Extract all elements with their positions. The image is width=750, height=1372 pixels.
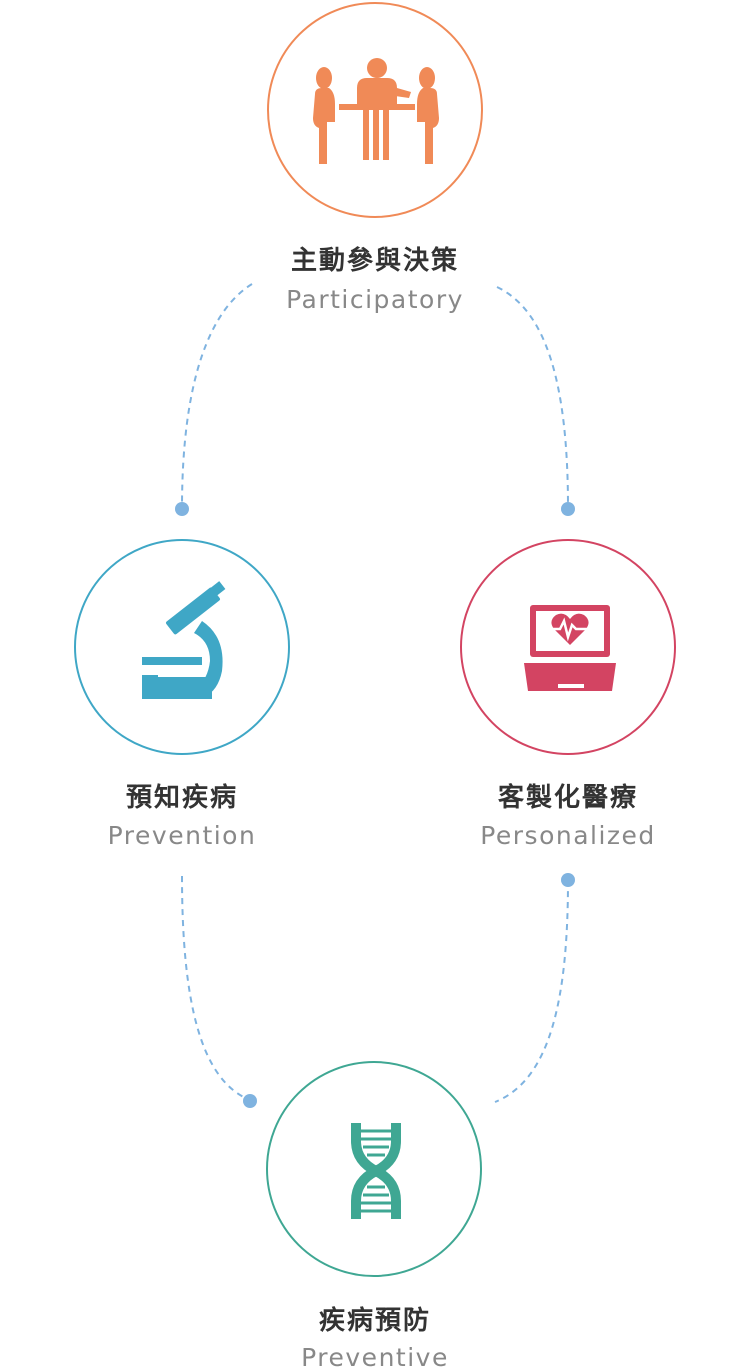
connector-dot (561, 873, 575, 887)
preventive-title-en: Preventive (301, 1343, 449, 1372)
dna-icon (351, 1123, 401, 1219)
meeting-icon (313, 58, 439, 164)
laptop-heart-icon (524, 605, 616, 691)
connector-dot (243, 1094, 257, 1108)
preventive-node (266, 1061, 482, 1277)
personalized-title-zh: 客製化醫療 (497, 783, 638, 813)
participatory-title-en: Participatory (286, 285, 464, 314)
connector-participatory-personalized (496, 286, 569, 509)
participatory-node (267, 2, 483, 218)
personalized-title-en: Personalized (480, 821, 656, 850)
personalized-node (460, 539, 676, 755)
connector-dot (175, 502, 189, 516)
connector-participatory-prevention (181, 283, 253, 509)
prevention-title-zh: 預知疾病 (125, 783, 238, 813)
connector-personalized-preventive (494, 879, 569, 1103)
participatory-title-zh: 主動參與決策 (290, 246, 459, 276)
prevention-title-en: Prevention (107, 821, 257, 850)
connector-dot (561, 502, 575, 516)
preventive-title-zh: 疾病預防 (318, 1306, 431, 1336)
prevention-node (74, 539, 290, 755)
connector-prevention-preventive (181, 875, 251, 1101)
microscope-icon (142, 581, 226, 699)
